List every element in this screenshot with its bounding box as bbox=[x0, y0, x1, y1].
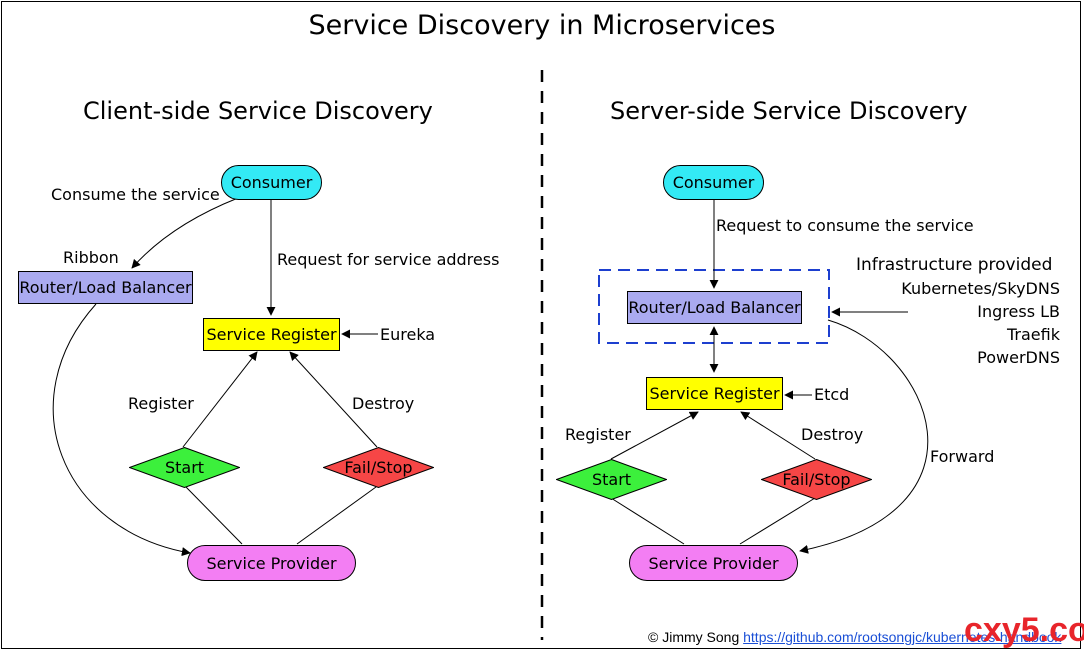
client-register-node: Service Register bbox=[203, 318, 340, 351]
server-provider-node: Service Provider bbox=[629, 545, 798, 581]
label-consume-service: Consume the service bbox=[51, 185, 220, 204]
client-fail-node: Fail/Stop bbox=[323, 447, 434, 488]
label-forward: Forward bbox=[930, 447, 995, 466]
label-ribbon: Ribbon bbox=[63, 248, 119, 267]
client-heading: Client-side Service Discovery bbox=[83, 97, 433, 125]
label-infrastructure-provided: Infrastructure provided bbox=[856, 255, 1053, 275]
label-destroy-client: Destroy bbox=[352, 394, 415, 413]
footer-credit-text: © Jimmy Song bbox=[648, 629, 740, 645]
footer-credit: © Jimmy Song https://github.com/rootsong… bbox=[648, 629, 1061, 645]
edge-start-to-provider bbox=[185, 486, 243, 545]
edge-fail-to-register bbox=[289, 351, 378, 448]
watermark-logo: cxy5.com bbox=[964, 611, 1084, 649]
edge-router-to-provider bbox=[52, 303, 191, 557]
server-heading: Server-side Service Discovery bbox=[610, 97, 968, 125]
footer-github-link[interactable]: https://github.com/rootsongjc/kubernetes… bbox=[743, 629, 1062, 645]
edge-start-to-register-server bbox=[610, 411, 699, 460]
client-start-label: Start bbox=[164, 458, 205, 477]
server-consumer-node: Consumer bbox=[663, 165, 764, 200]
label-destroy-server: Destroy bbox=[801, 425, 864, 444]
edge-start-to-provider-server bbox=[610, 497, 685, 545]
label-register-server: Register bbox=[565, 425, 631, 444]
label-request-address: Request for service address bbox=[277, 250, 500, 269]
edge-start-to-register bbox=[182, 351, 258, 448]
edge-fail-to-provider bbox=[296, 486, 377, 545]
client-start-node: Start bbox=[129, 447, 240, 488]
server-start-node: Start bbox=[556, 459, 667, 500]
client-fail-label: Fail/Stop bbox=[344, 458, 413, 477]
label-etcd: Etcd bbox=[814, 385, 850, 404]
infra-item-kubernetes: Kubernetes/SkyDNS bbox=[901, 279, 1060, 298]
server-fail-node: Fail/Stop bbox=[761, 459, 872, 500]
edge-fail-to-provider-server bbox=[739, 497, 816, 545]
label-eureka: Eureka bbox=[380, 325, 436, 344]
server-fail-label: Fail/Stop bbox=[782, 470, 851, 489]
edge-router-forward-provider bbox=[799, 319, 929, 554]
client-consumer-node: Consumer bbox=[221, 165, 322, 200]
infra-item-powerdns: PowerDNS bbox=[977, 348, 1060, 367]
infra-item-traefik: Traefik bbox=[1007, 325, 1060, 344]
client-router-node: Router/Load Balancer bbox=[18, 271, 193, 304]
client-provider-node: Service Provider bbox=[187, 545, 356, 581]
server-register-node: Service Register bbox=[646, 377, 783, 410]
infra-item-ingress: Ingress LB bbox=[977, 302, 1060, 321]
label-request-consume: Request to consume the service bbox=[716, 216, 974, 235]
edge-consumer-to-router bbox=[131, 197, 239, 269]
server-start-label: Start bbox=[591, 470, 632, 489]
diagram-title: Service Discovery in Microservices bbox=[308, 10, 776, 41]
server-router-node: Router/Load Balancer bbox=[627, 291, 802, 324]
label-register-client: Register bbox=[128, 394, 194, 413]
edge-fail-to-register-server bbox=[740, 411, 816, 460]
